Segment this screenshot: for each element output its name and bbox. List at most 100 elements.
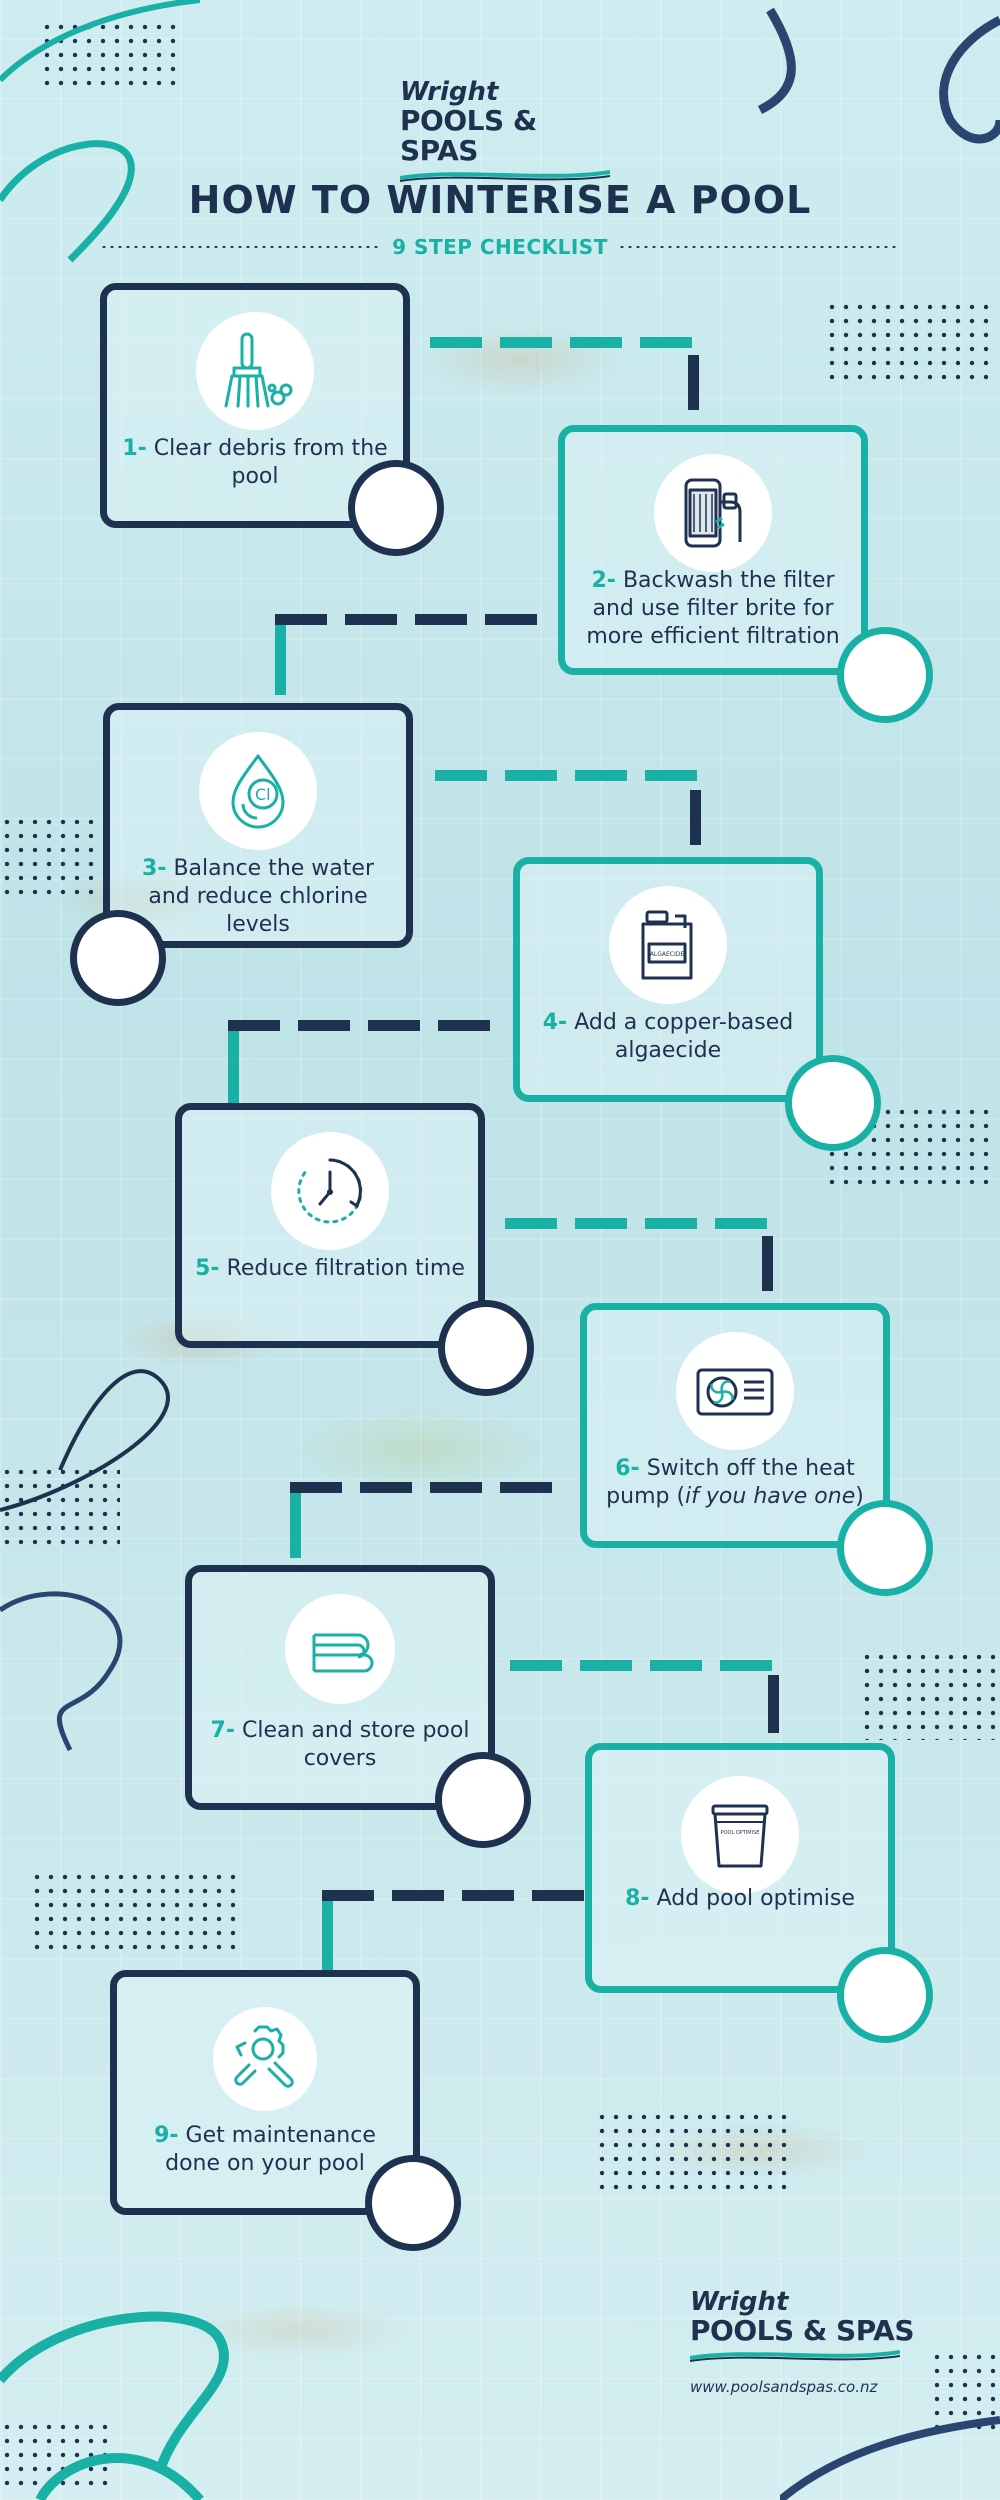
- step-text-5: Reduce filtration time: [226, 1256, 465, 1281]
- step-knob-7: [435, 1752, 531, 1848]
- step-label-1: 1- Clear debris from the pool: [117, 435, 393, 491]
- step-number-1: 1-: [122, 436, 147, 461]
- step-text-6: Switch off the heat pump: [606, 1456, 855, 1509]
- step-knob-6: [837, 1500, 933, 1596]
- connector-6-7-h: [290, 1482, 560, 1493]
- step-number-5: 5-: [195, 1256, 220, 1281]
- step-text-6-note: if you have one: [685, 1484, 856, 1509]
- brand-name-main: POOLS & SPAS: [400, 104, 537, 167]
- connector-4-5-v: [228, 1031, 239, 1103]
- step-text-7: Clean and store pool covers: [242, 1718, 470, 1771]
- squiggle-top-right: [757, 7, 1000, 144]
- subtitle-row: 9 STEP CHECKLIST: [100, 235, 901, 259]
- step-number-6: 6-: [615, 1456, 640, 1481]
- squiggle-bottom-left: [0, 2311, 229, 2500]
- filter-hose-icon: [654, 454, 772, 572]
- step-number-8: 8-: [625, 1886, 650, 1911]
- timer-clock-icon: [271, 1132, 389, 1250]
- dot-pattern-left-3: [30, 1870, 240, 1950]
- step-card-2: 2- Backwash the filter and use filter br…: [558, 425, 868, 675]
- step-text-2: Backwash the filter and use filter brite…: [586, 568, 840, 649]
- page-subtitle: 9 STEP CHECKLIST: [392, 235, 608, 259]
- step-label-7: 7- Clean and store pool covers: [202, 1717, 478, 1773]
- step-card-7: 7- Clean and store pool covers: [185, 1565, 495, 1810]
- dotted-divider-left: [100, 245, 383, 249]
- step-text-9: Get maintenance done on your pool: [165, 2123, 376, 2176]
- step-knob-4: [785, 1055, 881, 1151]
- step-label-8: 8- Add pool optimise: [602, 1885, 878, 1913]
- step-number-3: 3-: [142, 856, 167, 881]
- connector-1-2-v: [688, 355, 699, 410]
- step-card-5: 5- Reduce filtration time: [175, 1103, 485, 1348]
- connector-2-3-h: [275, 614, 545, 625]
- wrench-gear-icon: [213, 2007, 317, 2111]
- brand-logo-bottom: Wright POOLS & SPAS: [690, 2288, 920, 2362]
- squiggle-left-mid: [0, 1369, 170, 1512]
- step-card-8: POOL OPTIMISE 8- Add pool optimise: [585, 1743, 895, 1993]
- step-label-9: 9- Get maintenance done on your pool: [127, 2122, 403, 2178]
- optimise-bucket-icon: POOL OPTIMISE: [681, 1776, 799, 1894]
- step-number-2: 2-: [591, 568, 616, 593]
- step-text-3: Balance the water and reduce chlorine le…: [148, 856, 374, 937]
- dot-pattern-top-left: [40, 20, 180, 90]
- dot-pattern-left-1: [0, 815, 100, 895]
- chlorine-drop-icon: Cl: [199, 732, 317, 850]
- step-number-9: 9-: [154, 2123, 179, 2148]
- connector-3-4-v: [690, 790, 701, 845]
- connector-6-7-v: [290, 1493, 301, 1558]
- squiggle-bottom-right: [780, 2416, 1000, 2500]
- squiggle-left-low: [0, 1591, 123, 1752]
- brand-name-main-bottom: POOLS & SPAS: [690, 2314, 915, 2347]
- algaecide-bottle-label: ALGAECIDE: [650, 951, 685, 958]
- step-label-3: 3- Balance the water and reduce chlorine…: [120, 855, 396, 939]
- brand-name-script-bottom: Wright: [690, 2287, 789, 2317]
- step-label-5: 5- Reduce filtration time: [192, 1255, 468, 1283]
- heat-pump-icon: [676, 1332, 794, 1450]
- algaecide-bottle-icon: ALGAECIDE: [609, 886, 727, 1004]
- step-label-6: 6- Switch off the heat pump (if you have…: [606, 1456, 864, 1509]
- optimise-bucket-label: POOL OPTIMISE: [721, 1830, 760, 1836]
- step-knob-5: [438, 1300, 534, 1396]
- dot-pattern-right-3: [860, 1650, 1000, 1740]
- page-title: HOW TO WINTERISE A POOL: [188, 178, 812, 222]
- broom-icon: [196, 312, 314, 430]
- connector-1-2-h: [430, 337, 695, 348]
- logo-swoosh-bottom-icon: [690, 2350, 900, 2362]
- step-text-4: Add a copper-based algaecide: [574, 1010, 794, 1063]
- step-number-7: 7-: [210, 1718, 235, 1743]
- connector-7-8-v: [768, 1675, 779, 1733]
- connector-8-9-v: [322, 1901, 333, 1971]
- squiggle-top-left: [0, 0, 200, 263]
- step-knob-3: [70, 910, 166, 1006]
- folded-cover-icon: [285, 1594, 395, 1704]
- connector-8-9-h: [322, 1890, 592, 1901]
- connector-3-4-h: [435, 770, 700, 781]
- svg-text:Cl: Cl: [255, 785, 271, 804]
- step-card-6: 6- Switch off the heat pump (if you have…: [580, 1303, 890, 1548]
- step-knob-8: [837, 1947, 933, 2043]
- dot-pattern-right-4: [595, 2110, 795, 2190]
- step-number-4: 4-: [542, 1010, 568, 1035]
- step-knob-2: [837, 627, 933, 723]
- step-knob-9: [365, 2155, 461, 2251]
- dotted-divider-right: [617, 245, 901, 249]
- connector-2-3-v: [275, 625, 286, 695]
- connector-5-6-h: [505, 1218, 775, 1229]
- step-card-4: ALGAECIDE 4- Add a copper-based algaecid…: [513, 857, 823, 1102]
- connector-4-5-h: [228, 1020, 498, 1031]
- step-card-3: Cl 3- Balance the water and reduce chlor…: [103, 703, 413, 948]
- connector-5-6-v: [762, 1236, 773, 1291]
- step-label-2: 2- Backwash the filter and use filter br…: [575, 567, 851, 651]
- step-text-1: Clear debris from the pool: [153, 436, 388, 489]
- step-label-4: 4- Add a copper-based algaecide: [530, 1009, 806, 1065]
- brand-name-script: Wright: [400, 77, 499, 107]
- step-card-9: 9- Get maintenance done on your pool: [110, 1970, 420, 2215]
- step-knob-1: [348, 460, 444, 556]
- dot-pattern-right-1: [825, 300, 995, 380]
- logo-swoosh-icon: [400, 170, 610, 182]
- website-url[interactable]: www.poolsandspas.co.nz: [690, 2378, 878, 2396]
- dot-pattern-bottom-right: [930, 2350, 1000, 2430]
- connector-7-8-h: [510, 1660, 780, 1671]
- brand-logo-top: Wright POOLS & SPAS: [400, 78, 620, 182]
- step-text-8: Add pool optimise: [656, 1886, 855, 1911]
